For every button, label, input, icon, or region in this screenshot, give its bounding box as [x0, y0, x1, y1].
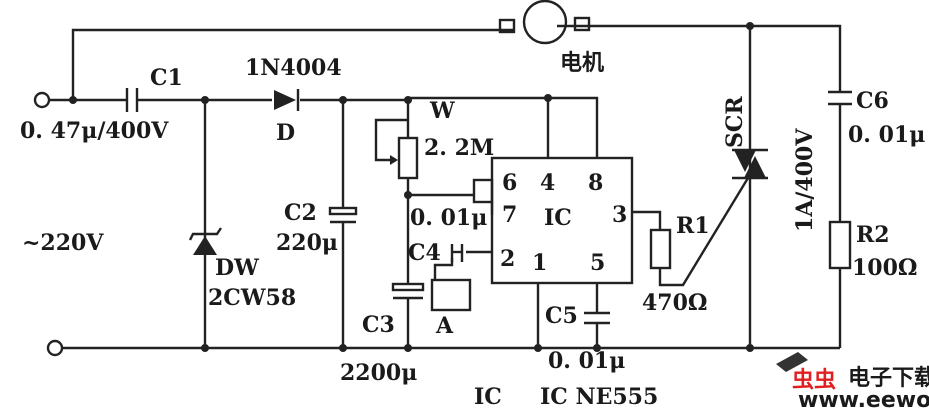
c1-value: 0. 47μ/400V: [20, 118, 169, 144]
watermark-url: www.eeworm.com: [798, 388, 929, 409]
pot-label: W: [429, 98, 455, 124]
ic-model: IC NE555: [540, 384, 658, 409]
diode-d: [274, 89, 300, 111]
r1-value: 470Ω: [642, 290, 708, 316]
graduation-cap-icon: [776, 352, 808, 372]
motor-label: 电机: [560, 50, 604, 76]
diode-label: D: [276, 120, 295, 146]
resistor-r2: [828, 220, 852, 270]
c5-label: C5: [545, 303, 578, 329]
watermark-brand: 虫虫: [792, 367, 836, 393]
capacitor-c2: [328, 206, 358, 224]
motor-symbol: [498, 0, 591, 45]
ic-title-label: IC: [474, 384, 502, 409]
ic-pin-5: 5: [590, 250, 605, 276]
input-voltage: ~220V: [22, 230, 104, 256]
capacitor-c5: [584, 311, 610, 325]
c2-value: 220μ: [276, 230, 338, 256]
zener-dw: [188, 227, 222, 255]
r2-value: 100Ω: [852, 255, 918, 281]
potentiometer-w: [374, 118, 419, 180]
resistor-r1: [649, 228, 672, 270]
scr-label: SCR: [722, 96, 748, 148]
junction-dots: [69, 22, 754, 352]
sensor-a-label: A: [435, 313, 454, 339]
zener-label: DW: [215, 255, 259, 281]
ic-pin-4: 4: [540, 170, 555, 196]
c6-value: 0. 01μ: [848, 122, 925, 148]
c2-label: C2: [284, 200, 317, 226]
c5-value: 0. 01μ: [548, 348, 625, 374]
input-terminal-top: [33, 91, 51, 109]
input-terminal-bottom: [46, 339, 64, 357]
ic-label: IC: [544, 205, 572, 231]
ic-pin-1: 1: [532, 250, 547, 276]
capacitor-c1: [125, 88, 139, 112]
r1-label: R1: [676, 213, 710, 239]
c6-label: C6: [856, 88, 889, 114]
ic-pin-8: 8: [588, 170, 603, 196]
capacitor-c3: [391, 282, 425, 300]
ic-pin-2: 2: [500, 246, 515, 272]
pot-value: 2. 2M: [424, 135, 494, 161]
scr-rating: 1A/400V: [792, 128, 818, 232]
c3-value: 2200μ: [340, 360, 417, 386]
ic-pin-7: 7: [502, 202, 517, 228]
r2-label: R2: [856, 222, 890, 248]
c1-label: C1: [150, 65, 183, 91]
ic-pin-6: 6: [502, 170, 517, 196]
ic-ne555-box: [490, 156, 634, 285]
ic-pin-3: 3: [612, 202, 627, 228]
watermark-logo: 虫虫 电子下载站 www.eeworm.com: [776, 352, 929, 409]
capacitor-c4: [450, 244, 464, 262]
scr-symbol: [732, 148, 768, 180]
watermark-text: 电子下载站: [848, 365, 929, 391]
sensor-a-box: [430, 278, 472, 312]
diode-model: 1N4004: [245, 55, 342, 81]
c4-label: C4: [408, 240, 441, 266]
c4-value: 0. 01μ: [410, 205, 487, 231]
zener-model: 2CW58: [208, 285, 296, 311]
capacitor-c6: [828, 90, 852, 106]
c3-label: C3: [362, 312, 395, 338]
